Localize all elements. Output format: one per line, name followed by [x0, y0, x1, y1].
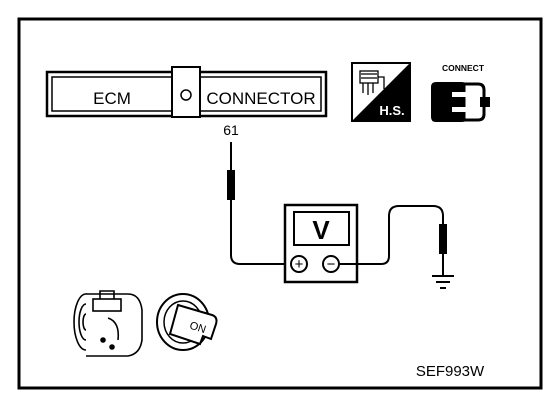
key-icon	[168, 303, 218, 346]
meter-display	[293, 211, 350, 246]
harness-icon	[359, 70, 385, 95]
pin-number: 61	[223, 122, 239, 138]
positive-probe	[227, 170, 235, 200]
key-cylinder-icon: ON	[156, 293, 218, 351]
positive-terminal: +	[290, 255, 308, 273]
connector-right-label: CONNECTOR	[206, 89, 315, 108]
connect-badge: CONNECT	[431, 63, 490, 122]
positive-lead	[227, 142, 288, 265]
connect-label: CONNECT	[442, 63, 485, 73]
figure-code: SEF993W	[416, 363, 485, 380]
negative-probe	[439, 224, 447, 254]
connector-left-label: ECM	[93, 89, 131, 108]
hs-badge: H.S.	[351, 62, 411, 122]
meter-label: V	[312, 215, 330, 245]
negative-terminal: −	[322, 255, 340, 273]
plug-icon	[431, 82, 490, 122]
hs-label: H.S.	[379, 103, 404, 118]
svg-text:+: +	[295, 256, 304, 273]
connector-lock-circle	[180, 89, 192, 101]
ground-symbol	[432, 275, 454, 289]
ecm-connector: ECM CONNECTOR	[45, 66, 328, 118]
voltmeter: V + −	[283, 203, 359, 284]
svg-text:−: −	[327, 256, 336, 273]
key-position-label: ON	[188, 320, 207, 337]
ignition-switch-icon	[73, 290, 143, 357]
negative-lead	[339, 205, 447, 275]
